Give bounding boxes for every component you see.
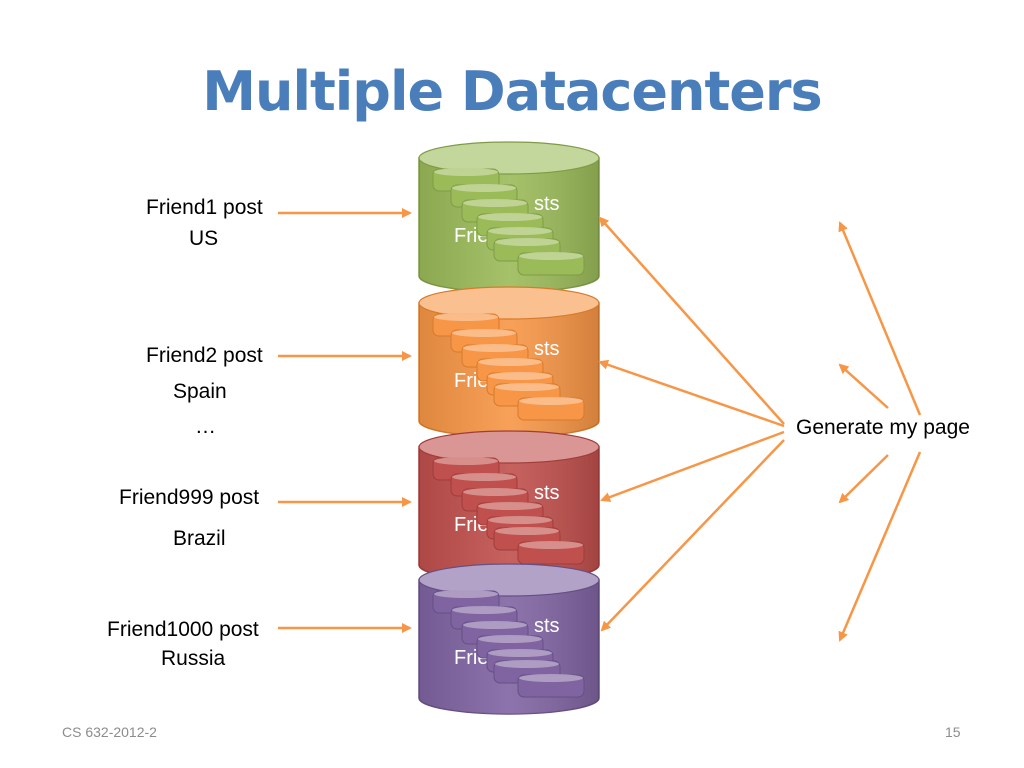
datacenter-top xyxy=(418,563,600,597)
post-label-3: Friend999 post xyxy=(119,486,260,509)
datacenter-partial-text: sts xyxy=(534,615,560,637)
datacenter-top xyxy=(418,286,600,320)
datacenter-partial-text: sts xyxy=(534,482,560,504)
post-label-1: Friend1 post xyxy=(146,196,263,219)
region-label-4: Russia xyxy=(161,647,226,670)
region-label-3: Brazil xyxy=(173,527,226,550)
datacenter-partial-text: sts xyxy=(534,193,560,215)
post-label-4: Friend1000 post xyxy=(107,618,259,641)
post-label-2: Friend2 post xyxy=(146,344,263,367)
arrow-8 xyxy=(600,439,785,632)
page-number: 15 xyxy=(945,724,961,740)
disk-icon xyxy=(517,397,585,421)
arrow-6 xyxy=(598,359,785,428)
region-label-2: Spain xyxy=(173,380,227,403)
ellipsis-label: … xyxy=(195,415,216,438)
datacenter-top xyxy=(418,141,600,175)
disk-icon xyxy=(517,252,585,276)
disk-icon xyxy=(517,541,585,565)
arrow-10 xyxy=(838,363,889,409)
arrow-11 xyxy=(838,454,889,504)
datacenter-partial-text: sts xyxy=(534,338,560,360)
region-label-1: US xyxy=(189,227,219,250)
arrow-9 xyxy=(838,221,922,416)
arrow-12 xyxy=(838,451,922,642)
slide-title: Multiple Datacenters xyxy=(202,60,822,123)
arrow-7 xyxy=(600,430,785,502)
datacenter-top xyxy=(418,430,600,464)
arrow-5 xyxy=(598,216,785,425)
footer-course: CS 632-2012-2 xyxy=(62,724,157,740)
generate-page-label: Generate my page xyxy=(796,416,970,439)
disk-icon xyxy=(517,674,585,698)
